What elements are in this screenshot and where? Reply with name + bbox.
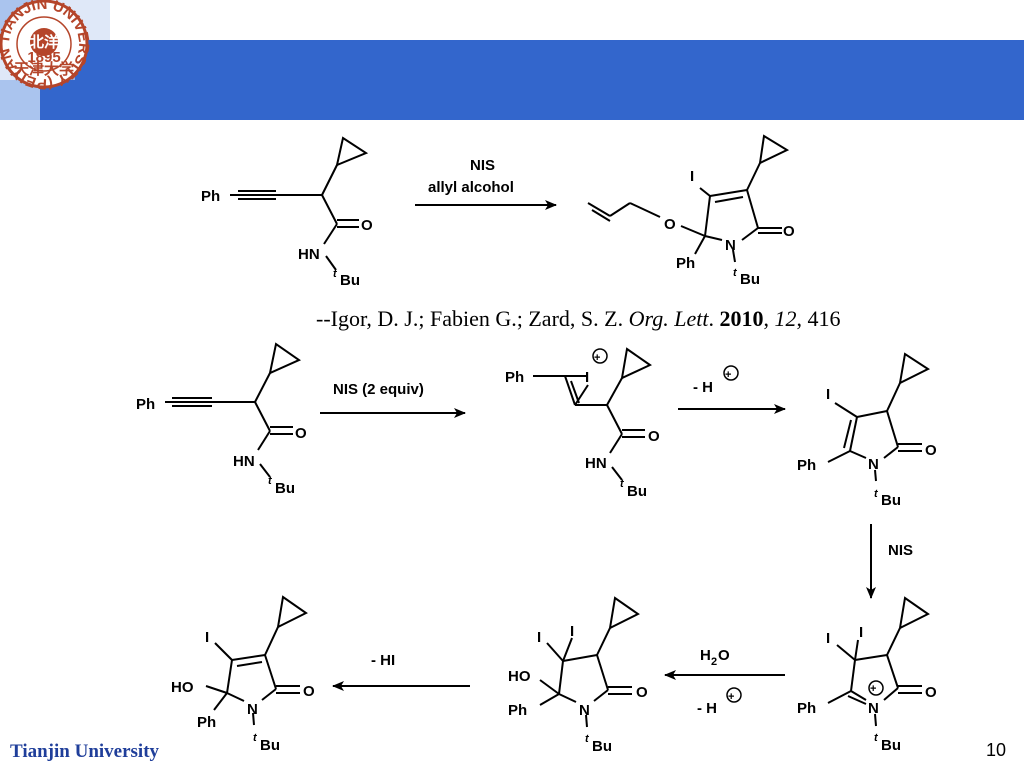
m-py-o: O [925,442,937,459]
header [0,0,1024,120]
m-hd-ph: Ph [508,702,527,719]
reaction1-starting-material [230,136,369,271]
m-sm-hn: HN [233,453,255,470]
m-io-ph: Ph [505,369,524,386]
footer-university: Tianjin University [10,741,160,762]
m-step4-plus-circle [726,687,742,703]
m-hd-ho: HO [508,668,531,685]
m-step4-h: H [700,647,711,664]
m-hd-i1: I [537,629,541,646]
r1-sm-ph: Ph [201,188,220,205]
r1-sm-o: O [361,217,373,234]
r1-p-i: I [690,168,694,185]
page-number: 10 [986,740,1007,760]
m-io-hn: HN [585,455,607,472]
m-step2-plus: + [725,369,731,381]
m-im-i2: I [859,624,863,641]
r1-p-o-ether: O [664,216,676,233]
m-fp-bu: Bu [260,737,280,754]
r1-reagent-2: allyl alcohol [428,179,514,196]
m-im-i1: I [826,630,830,647]
mech-pyrrolone [827,352,931,482]
r1-sm-t: t [333,268,338,280]
m-io-bu: Bu [627,483,647,500]
m-im-o: O [925,684,937,701]
citation-prefix: --Igor, D. J.; Fabien G.; Zard, S. Z. [316,306,629,331]
university-logo: TIANJIN UNIVERSITY (PEIYANG UNIVERSITY) … [0,0,92,92]
mech-iminium [827,596,930,727]
m-py-i: I [826,386,830,403]
logo-bottom: 天津大学 [14,60,74,78]
m-fp-ph: Ph [197,714,216,731]
m-step4-sub: 2 [711,656,717,668]
m-hd-bu: Bu [592,738,612,755]
m-step4-minus: - H [697,700,717,717]
m-py-n: N [868,456,879,473]
m-step2-plus-circle [723,365,739,381]
m-io-i: I [585,369,589,386]
m-step4-plus: + [728,691,734,703]
m-sm-t: t [268,475,273,487]
m-hd-t: t [585,733,590,745]
r1-p-o-carbonyl: O [783,223,795,240]
m-sm-bu: Bu [275,480,295,497]
r1-p-n: N [725,237,736,254]
m-im-bu: Bu [881,737,901,754]
m-step2-reagent: - H [693,379,713,396]
m-hd-i2: I [570,623,574,640]
citation-sep1: , [763,306,775,331]
m-io-t: t [620,478,625,490]
citation: --Igor, D. J.; Fabien G.; Zard, S. Z. Or… [316,306,840,332]
m-io-o: O [648,428,660,445]
citation-dot: . [708,306,720,331]
m-py-bu: Bu [881,492,901,509]
m-hd-o: O [636,684,648,701]
r1-sm-bu: Bu [340,272,360,289]
m-fp-t: t [253,732,258,744]
m-sm-o: O [295,425,307,442]
m-py-t: t [874,488,879,500]
header-bar [75,40,1024,120]
m-im-n: N [868,700,879,717]
m-fp-ho: HO [171,679,194,696]
m-im-t: t [874,732,879,744]
m-io-plus: + [594,352,600,364]
citation-year: 2010 [719,306,764,331]
mech-starting-material [165,342,302,478]
reaction1-product [587,134,790,263]
m-sm-ph: Ph [136,396,155,413]
citation-journal: Org. Lett [628,306,709,331]
r1-sm-hn: HN [298,246,320,263]
m-fp-n: N [247,701,258,718]
mech-hemiaminal-diiodo [539,596,640,728]
logo-center: 北洋 [29,33,59,51]
logo-year: 1895 [27,49,60,66]
m-fp-o: O [303,683,315,700]
r1-reagent-1: NIS [470,157,495,174]
m-step4-o: O [718,647,730,664]
mech-iodonium [533,347,653,481]
mech-final-product [205,595,308,726]
m-step1-reagent: NIS (2 equiv) [333,381,424,398]
m-im-ph: Ph [797,700,816,717]
r1-p-bu: Bu [740,271,760,288]
m-step3-reagent: NIS [888,542,913,559]
citation-sep2: , 416 [796,306,841,331]
citation-volume: 12 [774,306,797,331]
m-fp-i: I [205,629,209,646]
r1-p-ph: Ph [676,255,695,272]
m-im-plus: + [870,683,876,695]
m-step5-reagent: - HI [371,652,395,669]
m-py-ph: Ph [797,457,816,474]
m-hd-n: N [579,702,590,719]
r1-p-t: t [733,267,738,279]
